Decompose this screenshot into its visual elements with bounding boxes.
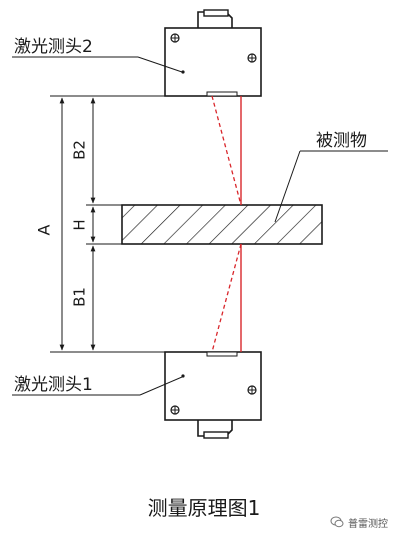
dimension-a: A: [35, 97, 65, 351]
dimension-a-label: A: [35, 224, 54, 235]
extension-lines: [50, 95, 165, 353]
dimension-b1: B1: [71, 245, 96, 351]
laser-beams: [211, 95, 242, 353]
laser-head-2: [164, 9, 262, 97]
dimension-b1-label: B1: [71, 287, 89, 307]
measured-object: [121, 204, 323, 245]
label-laser-head-1: 激光测头1: [14, 375, 93, 395]
dimension-h-label: H: [71, 219, 89, 230]
leader-measured-object: 被测物: [274, 131, 388, 223]
label-measured-object: 被测物: [316, 131, 367, 151]
wechat-bubble-icon: [330, 516, 344, 528]
leader-laser-head-1: 激光测头1: [12, 375, 183, 396]
watermark: 普雷测控: [330, 514, 388, 530]
screw-icon: [170, 405, 180, 415]
leader-laser-head-2: 激光测头2: [12, 37, 183, 73]
watermark-text: 普雷测控: [348, 518, 388, 530]
dimension-b2-label: B2: [71, 140, 89, 160]
dimension-b2: B2: [71, 97, 96, 204]
screw-icon: [170, 33, 180, 43]
screw-icon: [247, 385, 257, 395]
laser-head-1: [164, 351, 262, 439]
screw-icon: [247, 53, 257, 63]
figure-caption: 测量原理图1: [147, 496, 261, 520]
label-laser-head-2: 激光测头2: [14, 37, 93, 57]
dimension-h: H: [71, 206, 96, 243]
